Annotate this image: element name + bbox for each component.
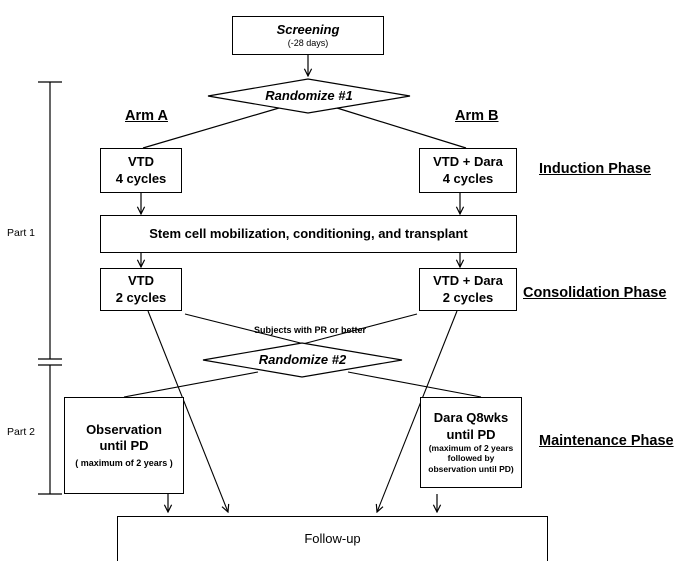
part-bracket [38,81,62,495]
arrow-consolidation-a-to-followup [147,310,228,512]
observation-box: Observation until PD ( maximum of 2 year… [64,397,184,494]
dara-maintenance-note-line1: (maximum of 2 years [428,442,514,453]
line-to-arm-a [142,107,280,149]
dara-maintenance-title: Dara Q8wks [433,410,509,426]
induction-arm-b-box: VTD + Dara 4 cycles [419,148,517,193]
induction-arm-b-cycles: 4 cycles [442,170,494,186]
arrow-consolidation-b-to-followup [377,310,458,512]
transplant-label: Stem cell mobilization, conditioning, an… [149,225,468,241]
randomize2-diamond [202,342,403,378]
consolidation-arm-a-regimen: VTD [128,273,154,289]
maintenance-phase-label: Maintenance Phase [539,433,674,449]
screening-box: Screening (-28 days) [232,16,384,55]
consolidation-arm-a-cycles: 2 cycles [115,289,167,305]
induction-arm-a-box: VTD 4 cycles [100,148,182,193]
randomize1-label: Randomize #1 [265,88,353,103]
induction-arm-a-regimen: VTD [128,154,154,170]
dara-maintenance-note-line2: followed by [447,453,495,464]
followup-label: Follow-up [304,531,361,546]
consolidation-arm-b-cycles: 2 cycles [442,289,494,305]
arm-b-label: Arm B [455,108,499,124]
line-to-arm-b [336,107,467,149]
arm-a-label: Arm A [125,108,168,124]
induction-phase-label: Induction Phase [539,161,651,177]
transplant-box: Stem cell mobilization, conditioning, an… [100,215,517,253]
consolidation-arm-b-box: VTD + Dara 2 cycles [419,268,517,311]
dara-maintenance-note-line3: observation until PD) [428,464,514,475]
randomize1-diamond [207,78,411,114]
observation-until-pd: until PD [99,438,149,454]
part2-label: Part 2 [7,426,36,438]
screening-duration: (-28 days) [287,38,329,48]
eligibility-note: Subjects with PR or better [254,325,367,335]
line-to-dara-maintenance [347,371,482,398]
screening-title: Screening [276,21,340,37]
dara-maintenance-box: Dara Q8wks until PD (maximum of 2 years … [420,397,522,488]
consolidation-phase-label: Consolidation Phase [523,285,667,301]
followup-box: Follow-up [117,516,548,561]
observation-title: Observation [86,422,162,438]
part1-label: Part 1 [7,227,36,239]
dara-maintenance-until-pd: until PD [446,426,496,442]
consolidation-arm-a-box: VTD 2 cycles [100,268,182,311]
consolidation-arm-b-regimen: VTD + Dara [433,273,503,289]
line-to-observation [123,371,259,398]
randomize2-label: Randomize #2 [258,352,347,367]
induction-arm-a-cycles: 4 cycles [115,170,167,186]
induction-arm-b-regimen: VTD + Dara [433,154,503,170]
observation-duration-note: ( maximum of 2 years ) [75,457,173,468]
